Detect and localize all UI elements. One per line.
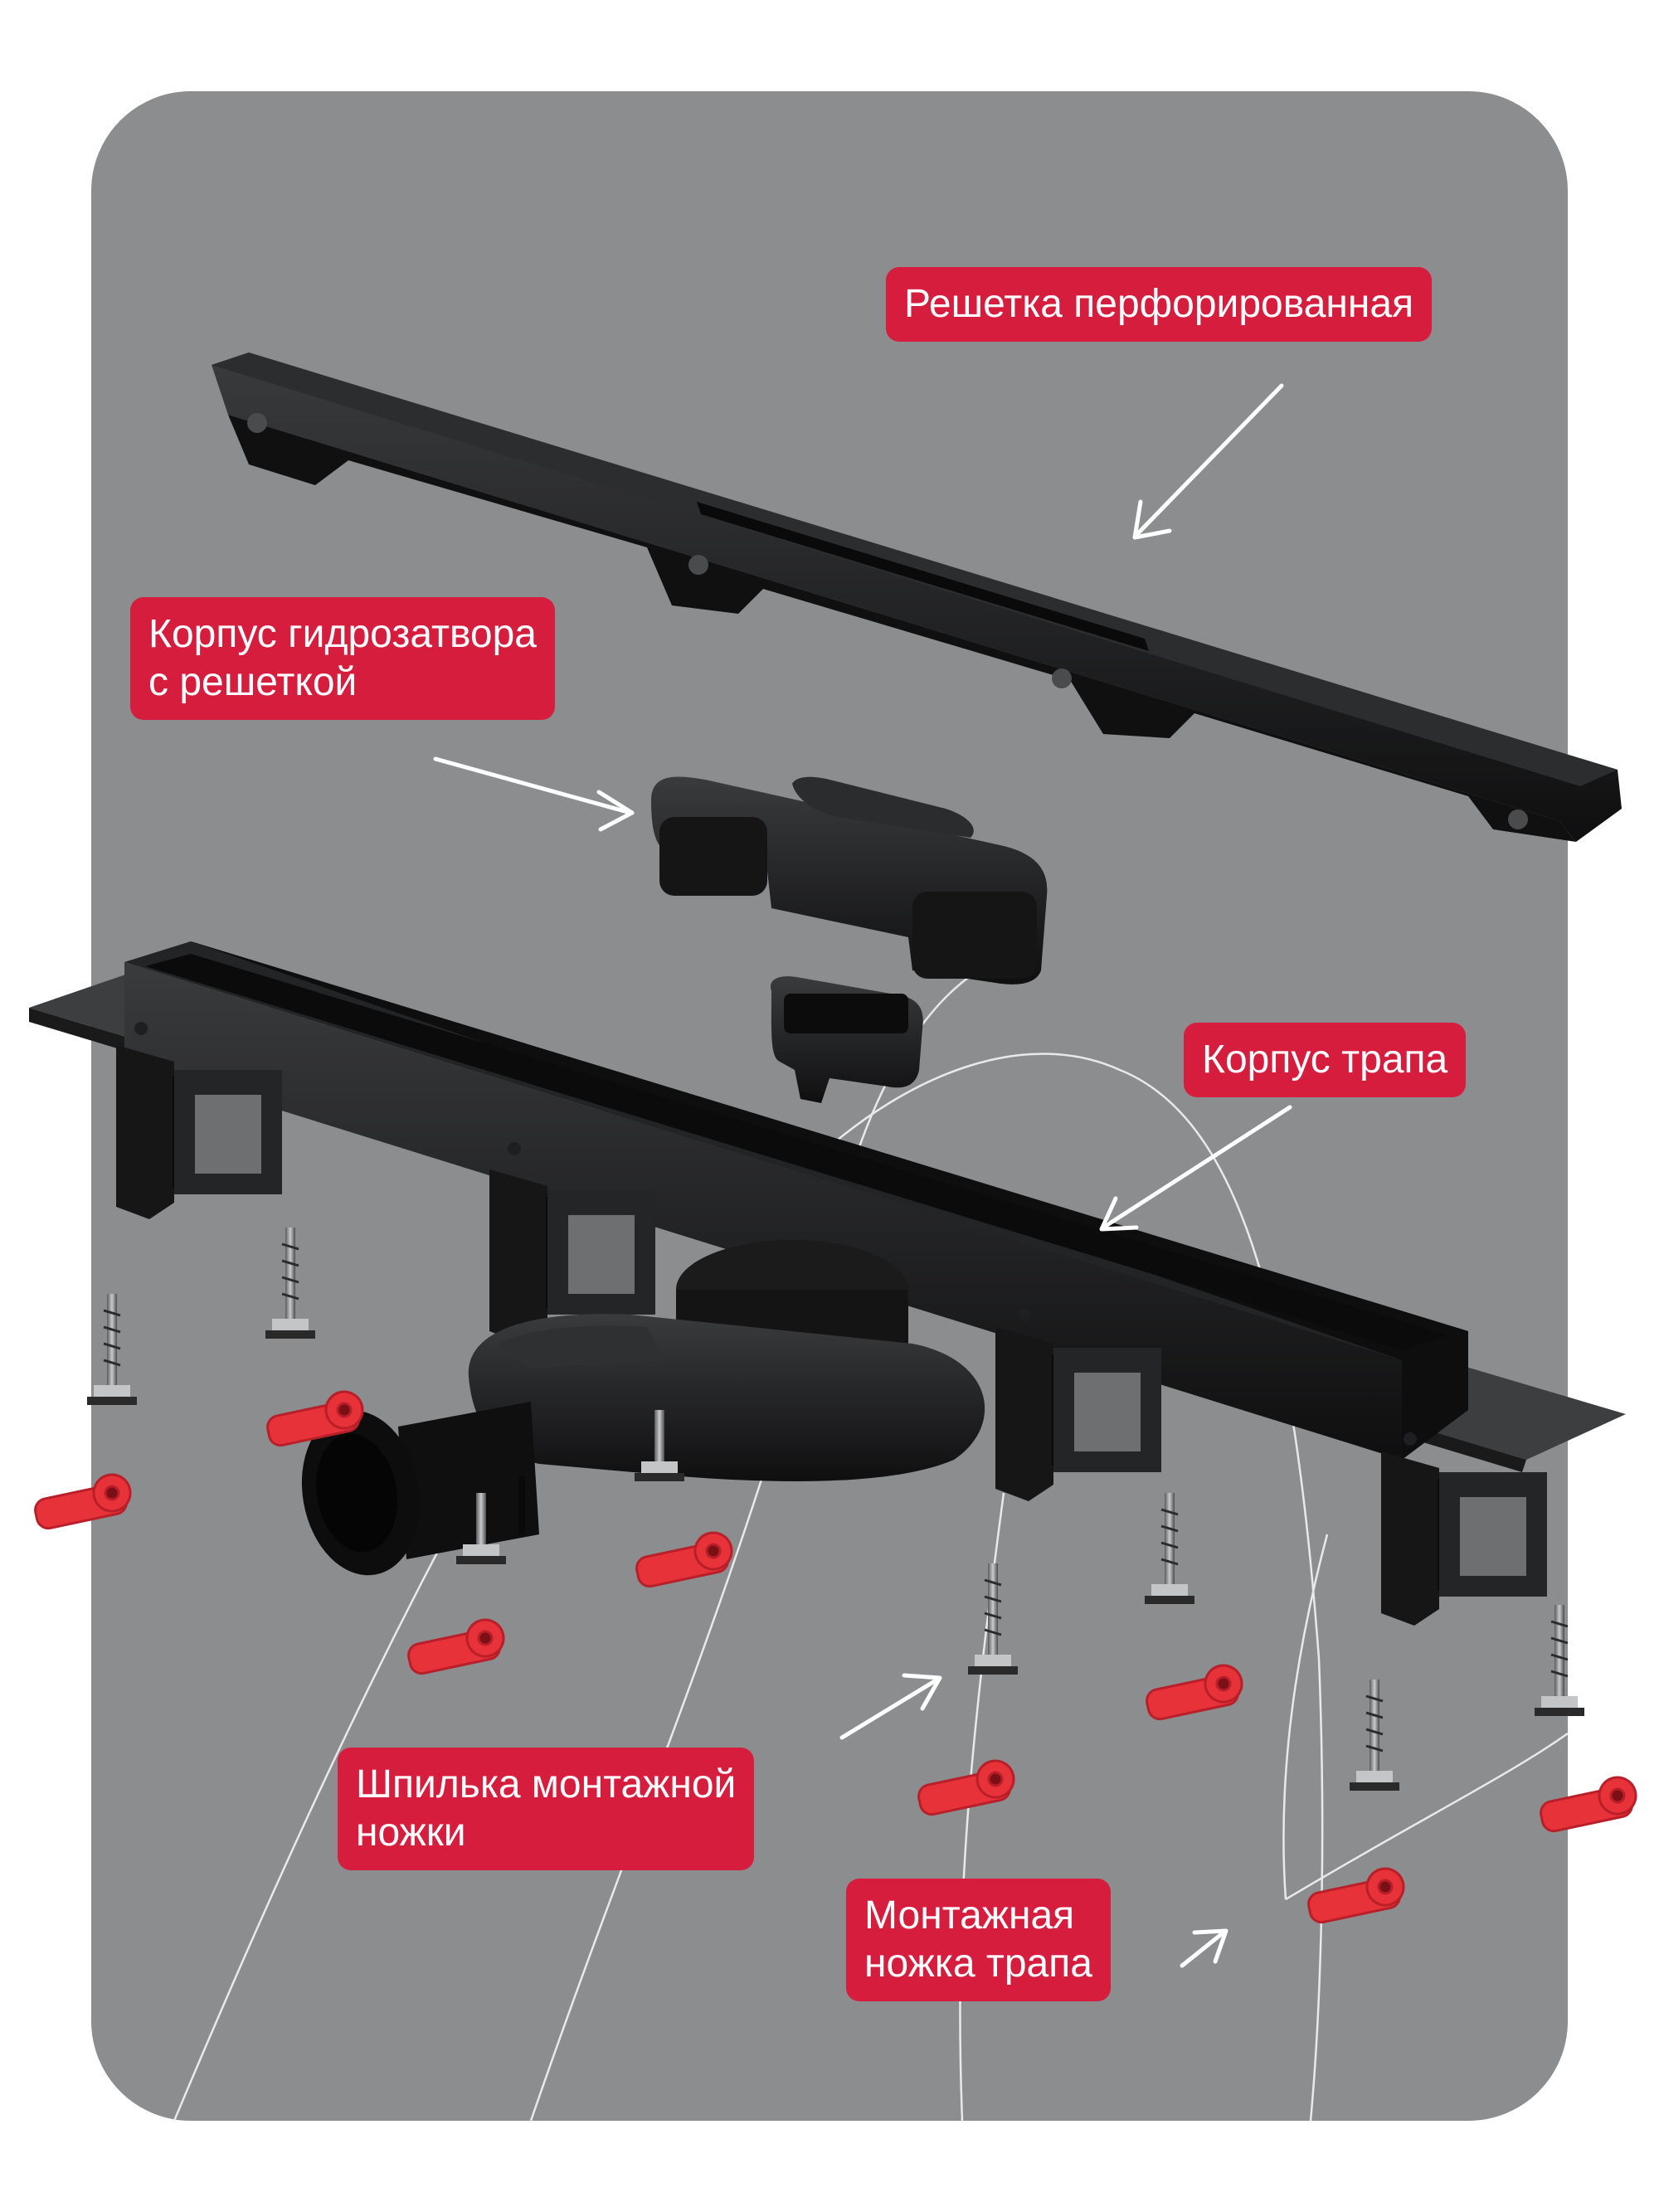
foot-icon	[266, 1390, 364, 1447]
screw-icon	[1350, 1680, 1399, 1791]
label-mounting-foot: Монтажная ножка трапа	[846, 1879, 1111, 2001]
foot-icon	[1540, 1776, 1637, 1833]
foot-icon	[1307, 1867, 1405, 1924]
label-text-line1: Шпилька монтажной	[356, 1762, 737, 1806]
water-seal-body	[651, 776, 1048, 1103]
label-mounting-stud: Шпилька монтажной ножки	[338, 1748, 755, 1870]
screw-icon	[1535, 1605, 1584, 1716]
arrow-icon	[1099, 1105, 1292, 1232]
arrow-icon	[839, 1673, 942, 1740]
label-perforated-grate: Решетка перфорированная	[886, 267, 1433, 342]
foot-icon	[407, 1618, 505, 1675]
label-water-seal-body: Корпус гидрозатвора с решеткой	[130, 597, 555, 720]
label-text-line2: ножка трапа	[864, 1942, 1092, 1986]
foot-icon	[1146, 1664, 1243, 1721]
screw-icon	[968, 1563, 1018, 1675]
screw-icon	[87, 1294, 137, 1405]
label-drain-body: Корпус трапа	[1184, 1023, 1467, 1097]
callout-arrows	[433, 383, 1292, 1968]
arrow-icon	[1180, 1928, 1228, 1968]
label-text-line1: Монтажная	[864, 1894, 1075, 1937]
foot-icon	[917, 1759, 1015, 1816]
screw-icon	[1145, 1493, 1194, 1604]
perforated-grate	[212, 352, 1622, 842]
mounting-feet	[34, 1390, 1637, 1924]
mounting-studs	[87, 1228, 1584, 1791]
siphon-outlet	[301, 1240, 985, 1576]
label-text-line2: ножки	[356, 1811, 466, 1855]
label-text: Решетка перфорированная	[904, 282, 1414, 326]
screw-icon	[456, 1493, 506, 1564]
foot-icon	[635, 1531, 733, 1588]
drain-channel-body	[29, 941, 1626, 1626]
foot-icon	[34, 1473, 132, 1530]
arrow-icon	[1132, 383, 1284, 540]
label-text: Корпус трапа	[1202, 1038, 1448, 1082]
screw-icon	[635, 1410, 684, 1481]
screw-icon	[265, 1228, 315, 1339]
label-text-line2: с решеткой	[148, 660, 358, 704]
label-text-line1: Корпус гидрозатвора	[148, 612, 537, 656]
arrow-icon	[433, 756, 635, 832]
